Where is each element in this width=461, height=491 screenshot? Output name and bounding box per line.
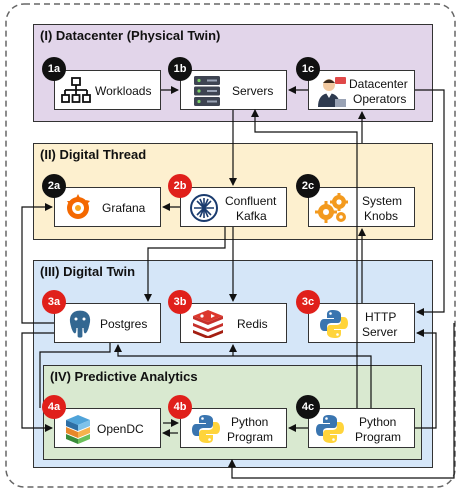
postgres-label: Postgres bbox=[100, 317, 148, 331]
section-digital-twin-title: (III) Digital Twin bbox=[40, 264, 136, 279]
badge-4a: 4a bbox=[42, 395, 66, 419]
node-redis: Redis bbox=[180, 303, 287, 343]
python-icon bbox=[320, 310, 348, 338]
pyprog1-label-line1: Python bbox=[231, 415, 269, 429]
operators-label-line2: Operators bbox=[353, 92, 407, 106]
operator-icon bbox=[318, 77, 346, 107]
grafana-label: Grafana bbox=[102, 201, 146, 215]
knobs-label-line1: System bbox=[362, 194, 403, 208]
node-python-program-1: Python Program bbox=[180, 408, 287, 448]
section-predictive-analytics-title: (IV) Predictive Analytics bbox=[50, 369, 198, 384]
knobs-label-line2: Knobs bbox=[364, 209, 399, 223]
badge-4c: 4c bbox=[296, 395, 320, 419]
node-grafana: Grafana bbox=[54, 187, 161, 227]
pyprog2-label-line1: Python bbox=[359, 415, 397, 429]
redis-icon bbox=[193, 310, 223, 338]
kafka-label-line1: Confluent bbox=[225, 194, 277, 208]
node-servers: Servers bbox=[180, 70, 287, 110]
badge-1c: 1c bbox=[296, 57, 320, 81]
kafka-label-line2: Kafka bbox=[236, 209, 267, 223]
node-opendc: OpenDC bbox=[54, 408, 161, 448]
kafka-icon bbox=[190, 194, 218, 222]
operators-label-line1: Datacenter bbox=[349, 77, 408, 91]
postgres-icon bbox=[68, 309, 92, 339]
python-icon bbox=[192, 415, 220, 443]
node-http-server: HTTP Server bbox=[308, 303, 415, 343]
node-workloads: Workloads bbox=[54, 70, 161, 110]
server-rack-icon bbox=[194, 76, 220, 106]
node-postgres: Postgres bbox=[54, 303, 161, 343]
pyprog2-label-line2: Program bbox=[355, 430, 402, 444]
grafana-icon bbox=[67, 194, 90, 219]
section-datacenter-title: (I) Datacenter (Physical Twin) bbox=[40, 28, 221, 43]
node-python-program-2: Python Program bbox=[308, 408, 415, 448]
http-label-line1: HTTP bbox=[365, 310, 397, 324]
pyprog1-label-line2: Program bbox=[227, 430, 274, 444]
gears-icon bbox=[315, 193, 348, 223]
node-operators: Datacenter Operators bbox=[308, 70, 415, 110]
opendc-label: OpenDC bbox=[97, 422, 144, 436]
node-kafka: Confluent Kafka bbox=[180, 187, 287, 227]
http-label-line2: Server bbox=[362, 325, 398, 339]
badge-3b: 3b bbox=[168, 290, 192, 314]
redis-label: Redis bbox=[237, 317, 268, 331]
opendc-icon bbox=[66, 415, 90, 444]
workloads-label: Workloads bbox=[95, 84, 152, 98]
servers-label: Servers bbox=[232, 84, 274, 98]
badge-3a: 3a bbox=[42, 290, 66, 314]
badge-2b: 2b bbox=[168, 174, 192, 198]
badge-2c: 2c bbox=[296, 174, 320, 198]
node-system-knobs: System Knobs bbox=[308, 187, 415, 227]
badge-2a: 2a bbox=[42, 174, 66, 198]
badge-4b: 4b bbox=[168, 395, 192, 419]
hierarchy-icon bbox=[61, 77, 91, 103]
badge-1b: 1b bbox=[168, 57, 192, 81]
badge-3c: 3c bbox=[296, 290, 320, 314]
python-icon bbox=[316, 415, 344, 443]
section-digital-thread-title: (II) Digital Thread bbox=[40, 147, 147, 162]
badge-1a: 1a bbox=[42, 57, 66, 81]
